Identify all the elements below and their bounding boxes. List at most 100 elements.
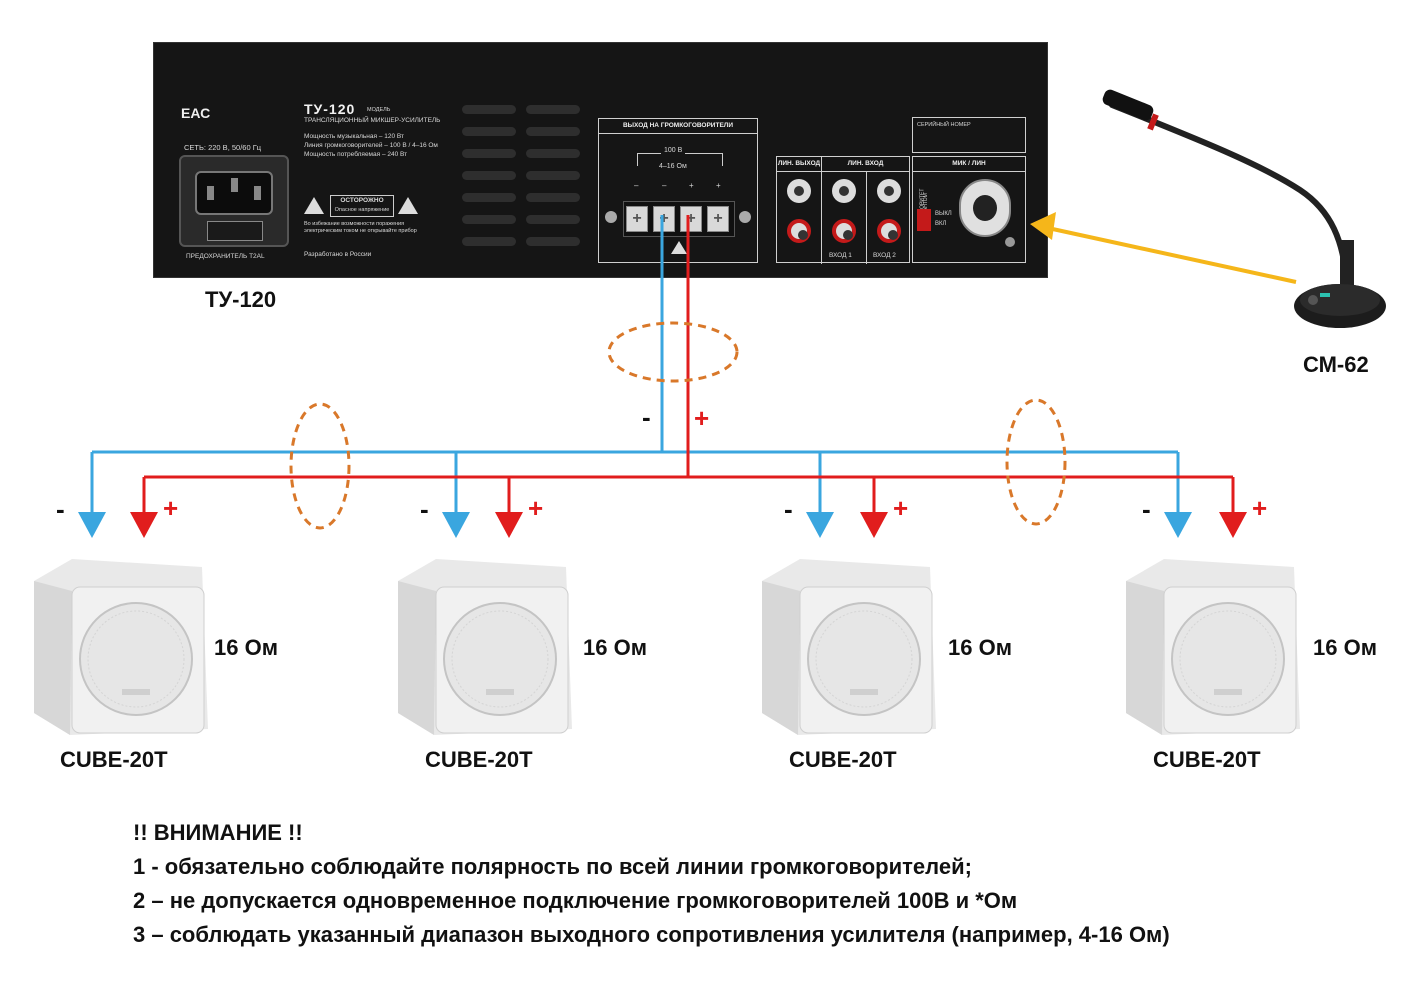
speaker3-name: CUBE-20T [789,747,897,772]
speaker4-name: CUBE-20T [1153,747,1261,772]
input1-label: ВХОД 1 [829,252,852,259]
speaker1-name: CUBE-20T [60,747,168,772]
speaker4-minus-sign: - [1142,494,1151,524]
speaker1-plus-sign: + [163,493,179,523]
caution-sub: Опасное напряжение [334,207,390,213]
input1-white-jack[interactable] [832,179,856,203]
ventilation-grille [462,105,587,255]
positive-arrow-2 [495,512,523,538]
input2-label: ВХОД 2 [873,252,896,259]
eac-mark: ЕАС [181,105,211,121]
speaker2-plus-sign: + [528,493,544,523]
terminal-sign-4: + [716,181,721,190]
speaker-2 [398,559,572,735]
speaker3-plus-sign: + [893,493,909,523]
positive-arrow-3 [860,512,888,538]
terminal-sign-1: – [634,181,639,190]
made-in-label: Разработано в России [304,251,372,258]
mic-line-label: МИК / ЛИН [913,157,1025,172]
spec-power: Мощность потребляемая – 240 Вт [304,151,408,158]
switch-on-label: ВКЛ [935,221,947,227]
terminal-sign-3: + [689,181,694,190]
warning-line-1: 1 - обязательно соблюдайте полярность по… [133,854,972,879]
terminal-sign-2: – [662,181,667,190]
negative-arrow-1 [78,512,106,538]
speaker1-minus-sign: - [56,494,65,524]
speaker2-minus-sign: - [420,494,429,524]
speaker3-impedance: 16 Ом [948,635,1012,660]
bundle-marker-left [289,402,351,530]
power-inlet[interactable] [179,155,289,247]
screw-icon [1005,237,1015,247]
trunk-minus-sign: - [642,402,651,432]
microphone-icon [1102,89,1386,328]
warning-line-3: 3 – соблюдать указанный диапазон выходно… [133,922,1170,947]
speaker2-impedance: 16 Ом [583,635,647,660]
warning-block: !! ВНИМАНИЕ !! 1 - обязательно соблюдайт… [133,816,1170,952]
speaker-terminal-1[interactable] [626,206,648,232]
speaker-1 [34,559,208,735]
speaker-3 [762,559,936,735]
negative-arrows [78,512,1192,538]
model-title: ТУ-120 [304,101,356,117]
trunk-plus-sign: + [694,403,710,433]
bundle-marker-right [1005,398,1067,526]
speaker2-name: CUBE-20T [425,747,533,772]
microphone-pointer [1030,212,1297,284]
speaker-4 [1126,559,1300,735]
positive-wire [142,215,1235,515]
caution-right-icon [398,197,418,214]
model-word: МОДЕЛЬ [367,107,391,113]
serial-number-box: СЕРИЙНЫЙ НОМЕР [912,117,1026,153]
caution-title: ОСТОРОЖНО [340,197,384,204]
line-out-white-jack[interactable] [787,179,811,203]
line-out-label: ЛИН. ВЫХОД [777,157,822,172]
combo-xlr-jack[interactable] [959,179,1011,237]
speaker-terminal-3[interactable] [680,206,702,232]
input2-red-jack[interactable] [877,219,901,243]
caution-note: Во избежание возможности поражения элект… [304,221,417,234]
spec-line: Линия громкоговорителей – 100 В / 4–16 О… [304,142,438,149]
hazard-icon [671,241,687,254]
dip-switch[interactable] [917,209,931,231]
negative-arrow-2 [442,512,470,538]
cable-bundle-markers [289,321,1067,530]
microphone-name-label: СМ-62 [1303,352,1369,377]
caution-box: ОСТОРОЖНО Опасное напряжение [330,195,394,217]
output-ohm: 4–16 Ом [659,163,687,170]
speaker-output-title: ВЫХОД НА ГРОМКОГОВОРИТЕЛИ [599,119,757,134]
amplifier-name-label: ТУ-120 [205,287,277,312]
serial-label: СЕРИЙНЫЙ НОМЕР [917,122,971,128]
line-out-red-jack[interactable] [787,219,811,243]
bundle-marker-trunk [607,321,739,383]
model-subtitle: ТРАНСЛЯЦИОННЫЙ МИКШЕР-УСИЛИТЕЛЬ [304,117,441,124]
input1-red-jack[interactable] [832,219,856,243]
amplifier-rear-panel: ЕАС СЕТЬ: 220 В, 50/60 Гц ПРЕДОХРАНИТЕЛЬ… [153,42,1048,278]
mic-line-block: МИК / ЛИН ПРИОРИТЕТ ФАНТОМ ВЫКЛ ВКЛ [912,156,1026,263]
speaker-terminal-4[interactable] [707,206,729,232]
screw-right-icon [739,211,751,223]
positive-arrows [130,512,1247,538]
speaker-output-block: ВЫХОД НА ГРОМКОГОВОРИТЕЛИ 100 В 4–16 Ом … [598,118,758,263]
line-io-block: ЛИН. ВЫХОД ЛИН. ВХОД ВХОД 1 ВХОД 2 [776,156,910,264]
warning-title: !! ВНИМАНИЕ !! [133,820,303,845]
fuse-holder[interactable] [207,221,263,241]
warning-line-2: 2 – не допускается одновременное подключ… [133,888,1018,913]
caution-left-icon [304,197,324,214]
positive-arrow-1 [130,512,158,538]
negative-arrow-3 [806,512,834,538]
speaker4-impedance: 16 Ом [1313,635,1377,660]
switch-off-label: ВЫКЛ [935,211,952,217]
negative-arrow-4 [1164,512,1192,538]
speaker3-minus-sign: - [784,494,793,524]
pointer-arrowhead [1030,212,1056,240]
speaker-terminal-2[interactable] [653,206,675,232]
input2-white-jack[interactable] [877,179,901,203]
fuse-label: ПРЕДОХРАНИТЕЛЬ T2AL [186,253,265,260]
spec-music: Мощность музыкальная – 120 Вт [304,133,404,140]
line-in-label: ЛИН. ВХОД [822,157,909,172]
positive-arrow-4 [1219,512,1247,538]
negative-wire [90,215,1180,515]
speaker4-plus-sign: + [1252,493,1268,523]
